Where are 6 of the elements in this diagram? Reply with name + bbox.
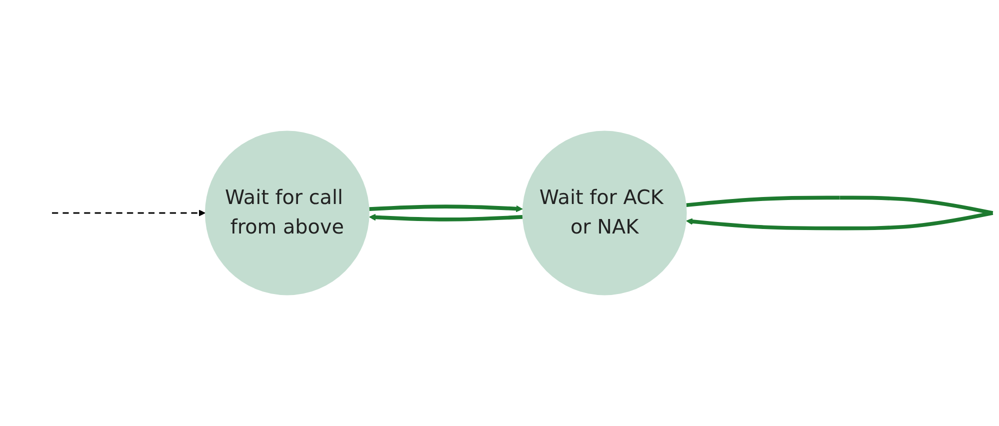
- node-circle: Wait for call from above: [204, 130, 370, 296]
- node-circle: Wait for ACK or NAK: [522, 130, 687, 296]
- arrow: [369, 214, 523, 222]
- arrow: [52, 210, 206, 216]
- arrow: [369, 204, 523, 212]
- arrow: [686, 196, 994, 230]
